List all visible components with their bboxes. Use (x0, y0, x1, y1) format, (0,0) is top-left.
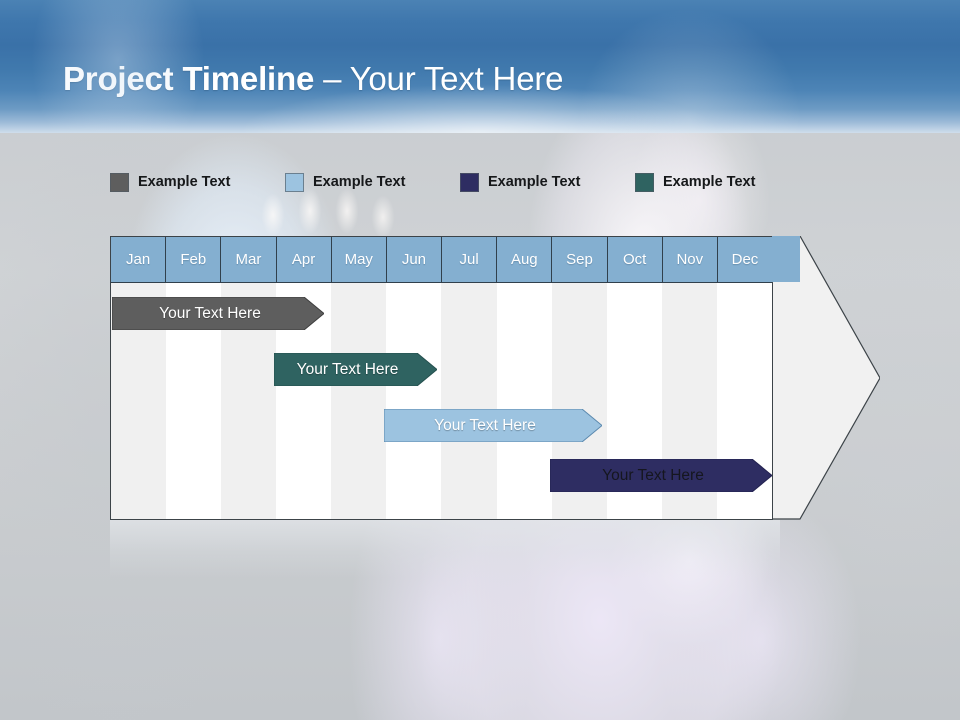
task-bar-2-label: Your Text Here (296, 360, 399, 378)
column-aug (496, 237, 552, 519)
task-bar-3[interactable]: Your Text Here (384, 409, 602, 442)
page-title-rest: – Your Text Here (314, 60, 564, 97)
month-cell-may[interactable]: May (331, 237, 387, 283)
month-cell-oct[interactable]: Oct (607, 237, 663, 283)
legend: Example Text Example Text Example Text E… (110, 170, 810, 194)
task-bar-2[interactable]: Your Text Here (274, 353, 437, 386)
month-cell-jun[interactable]: Jun (386, 237, 443, 283)
month-cell-apr[interactable]: Apr (276, 237, 332, 283)
timeline-chart: Jan Feb Mar Apr May Jun Jul Aug Sep Oct … (110, 236, 880, 520)
month-cell-aug[interactable]: Aug (497, 237, 553, 283)
legend-swatch-navy-icon (460, 172, 479, 192)
page-title: Project Timeline – Your Text Here (63, 57, 563, 101)
task-bar-4-label: Your Text Here (602, 466, 704, 484)
task-bar-3-label: Your Text Here (434, 416, 536, 434)
page-title-bold: Project Timeline (63, 60, 315, 97)
legend-label-1: Example Text (138, 174, 231, 190)
month-cell-mar[interactable]: Mar (221, 237, 277, 283)
column-jan (111, 237, 167, 519)
column-jul (441, 237, 497, 519)
task-bar-1[interactable]: Your Text Here (112, 297, 324, 330)
legend-item-3[interactable]: Example Text (460, 170, 580, 194)
month-cell-jan[interactable]: Jan (111, 237, 167, 283)
legend-item-2[interactable]: Example Text (285, 170, 405, 194)
legend-label-4: Example Text (663, 174, 756, 190)
legend-swatch-gray-icon (110, 172, 129, 192)
month-cell-feb[interactable]: Feb (166, 237, 222, 283)
column-mar (221, 237, 277, 519)
column-feb (166, 237, 222, 519)
legend-item-1[interactable]: Example Text (110, 170, 230, 194)
legend-swatch-light-blue-icon (285, 172, 304, 192)
legend-item-4[interactable]: Example Text (635, 170, 755, 194)
month-cell-nov[interactable]: Nov (662, 237, 718, 283)
task-bar-4[interactable]: Your Text Here (550, 459, 772, 492)
month-cell-sep[interactable]: Sep (552, 237, 608, 283)
task-bar-1-label: Your Text Here (159, 304, 261, 322)
legend-label-3: Example Text (488, 174, 581, 190)
legend-label-2: Example Text (313, 174, 406, 190)
month-cell-dec[interactable]: Dec (717, 237, 772, 283)
month-cell-jul[interactable]: Jul (442, 237, 498, 283)
month-header-row: Jan Feb Mar Apr May Jun Jul Aug Sep Oct … (111, 237, 772, 283)
month-header-tail (772, 236, 800, 282)
title-band: Project Timeline – Your Text Here (0, 0, 960, 133)
legend-swatch-teal-icon (635, 172, 654, 192)
